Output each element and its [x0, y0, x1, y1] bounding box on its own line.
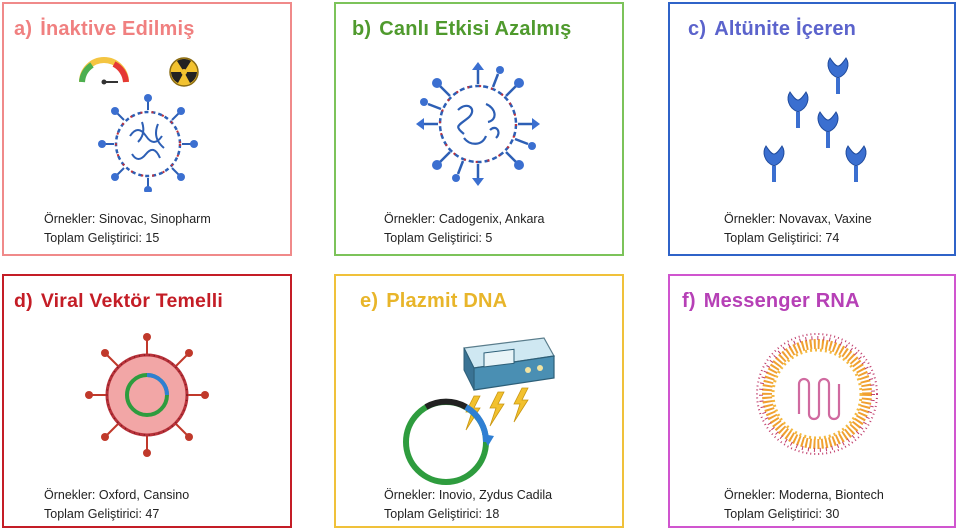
vaccine-card-subunit: c) Altünite İçeren Örnekler: Novavax, Vax… [668, 2, 956, 256]
viral-vector-illustration [85, 333, 209, 457]
card-info: Örnekler: Inovio, Zydus Cadila Toplam Ge… [384, 486, 552, 524]
electroporation-device-icon [463, 337, 555, 391]
vaccine-card-plasmid-dna: e) Plazmit DNA Örnekler: Inovio, Zydus Ca… [334, 274, 624, 528]
developer-count-text: Toplam Geliştirici: 5 [384, 231, 493, 245]
card-info: Örnekler: Oxford, Cansino Toplam Gelişti… [44, 486, 189, 524]
developer-count-text: Toplam Geliştirici: 18 [384, 507, 500, 521]
card-title-text: Altünite İçeren [714, 18, 857, 40]
card-letter: d) [14, 290, 33, 312]
card-title: b) Canlı Etkisi Azalmış [352, 18, 572, 41]
virus-icon [98, 94, 198, 192]
vaccine-card-live-attenuated: b) Canlı Etkisi Azalmış Örnekler: Cadogen… [334, 2, 624, 256]
examples-text: Örnekler: Inovio, Zydus Cadila [384, 488, 553, 502]
card-title-text: Canlı Etkisi Azalmış [379, 18, 572, 40]
examples-text: Örnekler: Sinovac, Sinopharm [44, 212, 211, 226]
card-letter: b) [352, 18, 372, 40]
card-info: Örnekler: Cadogenix, Ankara Toplam Geliş… [384, 210, 545, 248]
card-info: Örnekler: Sinovac, Sinopharm Toplam Geli… [44, 210, 211, 248]
live-attenuated-illustration [416, 62, 540, 186]
developer-count-text: Toplam Geliştirici: 47 [44, 507, 160, 521]
card-title-text: İnaktive Edilmiş [40, 18, 195, 40]
lightning-icon [465, 387, 529, 431]
card-letter: e) [360, 290, 379, 312]
card-letter: f) [682, 290, 696, 312]
vaccine-card-inactivated: a) İnaktive Edilmiş [2, 2, 292, 256]
lipid-nanoparticle-icon [756, 333, 878, 455]
temperature-gauge-icon [79, 57, 129, 85]
viral-vector-icon [85, 333, 209, 457]
vaccine-card-messenger-rna: f) Messenger RNA Örnekler: Moderna, Biont… [668, 274, 956, 528]
examples-text: Örnekler: Moderna, Biontech [724, 488, 884, 502]
card-title-text: Viral Vektör Temelli [40, 290, 223, 312]
card-letter: c) [688, 18, 707, 40]
plasmid-dna-illustration [403, 337, 555, 485]
card-info: Örnekler: Moderna, Biontech Toplam Geliş… [724, 486, 884, 524]
subunit-illustration [763, 57, 867, 183]
examples-text: Örnekler: Novavax, Vaxine [724, 212, 872, 226]
inactivated-illustration [79, 57, 199, 192]
developer-count-text: Toplam Geliştirici: 74 [724, 231, 840, 245]
card-title: f) Messenger RNA [682, 290, 860, 313]
card-title: c) Altünite İçeren [688, 18, 856, 41]
examples-text: Örnekler: Cadogenix, Ankara [384, 212, 545, 226]
spike-protein-icon [763, 57, 867, 183]
plasmid-icon [403, 398, 494, 485]
card-title: a) İnaktive Edilmiş [14, 18, 195, 41]
card-info: Örnekler: Novavax, Vaxine Toplam Gelişti… [724, 210, 872, 248]
card-title-text: Messenger RNA [703, 290, 860, 312]
virus-icon [416, 62, 540, 186]
developer-count-text: Toplam Geliştirici: 30 [724, 507, 840, 521]
card-letter: a) [14, 18, 33, 40]
mrna-illustration [756, 333, 878, 455]
radiation-icon [169, 57, 199, 87]
card-title-text: Plazmit DNA [386, 290, 508, 312]
card-title: d) Viral Vektör Temelli [14, 290, 223, 313]
card-title: e) Plazmit DNA [360, 290, 507, 313]
examples-text: Örnekler: Oxford, Cansino [44, 488, 190, 502]
vaccine-card-viral-vector: d) Viral Vektör Temelli Örnekler: Oxford,… [2, 274, 292, 528]
developer-count-text: Toplam Geliştirici: 15 [44, 231, 160, 245]
